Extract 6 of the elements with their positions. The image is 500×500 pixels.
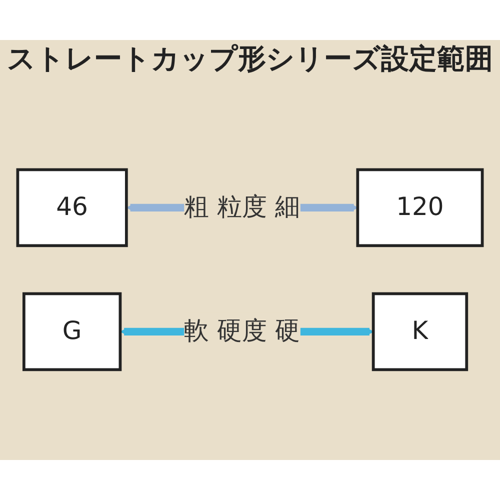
node-box: 46 [16,168,128,248]
edge-label: 粗 粒度 細 [184,193,300,222]
edge-label: 軟 硬度 硬 [184,317,300,346]
title: ストレートカップ形シリーズ設定範囲 [6,41,494,77]
node-box: 120 [356,168,484,248]
node-box: G [22,292,122,372]
